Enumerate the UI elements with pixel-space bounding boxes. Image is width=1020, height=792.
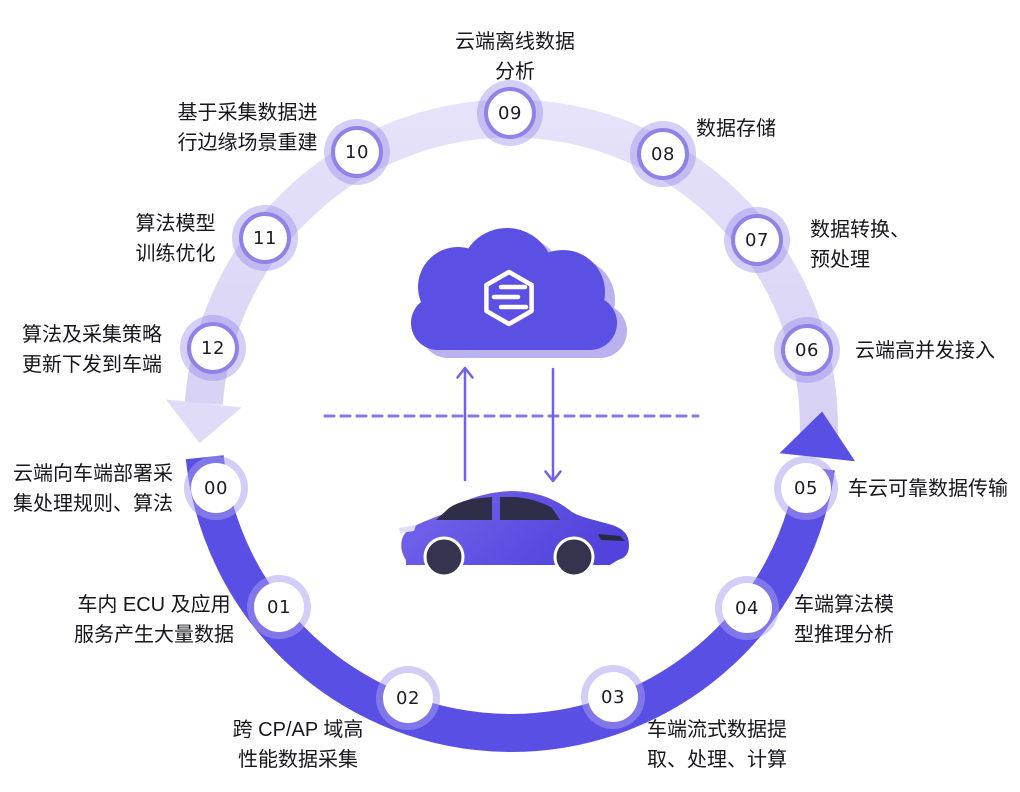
node-01-label: 车内 ECU 及应用服务产生大量数据 [74,594,234,646]
node-02: 02 [376,666,440,730]
node-11-number: 11 [253,227,277,249]
car-icon [399,491,629,578]
node-02-label: 跨 CP/AP 域高性能数据采集 [232,719,364,771]
node-03-number: 03 [601,686,625,708]
node-09-label: 云端离线数据分析 [455,31,575,83]
node-11: 11 [232,205,298,271]
node-07-number: 07 [745,229,769,251]
node-08: 08 [630,121,696,187]
vehicle-cycle-arc [185,411,856,752]
node-03: 03 [581,665,645,729]
node-06-number: 06 [795,339,819,361]
node-12-number: 12 [201,337,225,359]
cloud-to-vehicle-arrowhead [166,399,242,444]
download-arrow-icon [544,367,562,483]
node-12: 12 [180,315,246,381]
vehicle-to-cloud-arrowhead [779,411,856,462]
node-02-number: 02 [396,687,420,709]
node-01: 01 [247,575,311,639]
car-headlight [598,534,625,541]
node-00: 00 [184,456,248,520]
upload-arrow-icon [456,366,474,482]
node-07-label: 数据转换、预处理 [810,219,910,271]
node-10: 10 [324,119,390,185]
car-front-wheel [553,536,595,578]
node-04-number: 04 [735,597,759,619]
node-08-number: 08 [651,143,675,165]
node-00-label: 云端向车端部署采集处理规则、算法 [13,463,173,515]
node-04-label: 车端算法模型推理分析 [794,594,894,646]
node-09-number: 09 [498,102,522,124]
node-10-number: 10 [345,141,369,163]
node-05: 05 [774,456,838,520]
node-09: 09 [477,80,543,146]
node-01-number: 01 [267,596,291,618]
node-11-label: 算法模型训练优化 [135,213,216,265]
node-05-label: 车云可靠数据传输 [848,478,1008,500]
node-05-number: 05 [794,477,818,499]
node-12-label: 算法及采集策略更新下发到车端 [22,324,162,376]
node-10-label: 基于采集数据进行边缘场景重建 [177,102,318,154]
cloud-icon [411,228,627,358]
node-07: 07 [724,207,790,273]
node-06: 06 [774,317,840,383]
car-rear-wheel [423,536,465,578]
node-04: 04 [715,576,779,640]
node-06-label: 云端高并发接入 [855,340,995,362]
node-00-number: 00 [204,477,228,499]
node-08-label: 数据存储 [696,118,776,140]
hexagon-data-icon [484,269,534,327]
node-03-label: 车端流式数据提取、处理、计算 [647,719,787,771]
car-taillight [399,525,416,533]
